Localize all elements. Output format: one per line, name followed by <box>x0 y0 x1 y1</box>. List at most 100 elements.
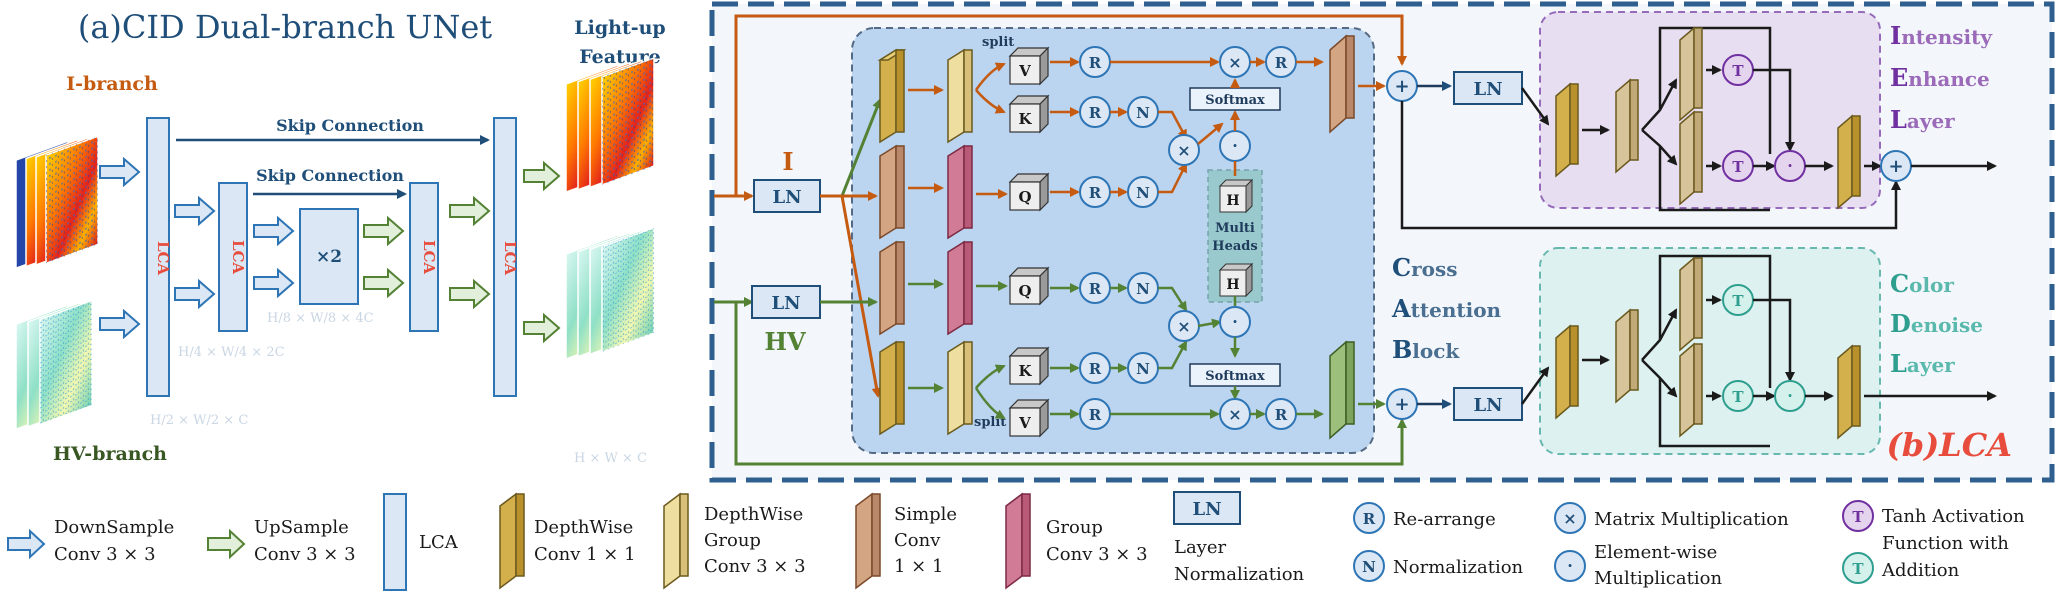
legend-gc-2: Conv 3 × 3 <box>1046 544 1148 565</box>
hv-residual-line <box>714 300 1407 466</box>
softmax-label: Softmax <box>1205 369 1265 384</box>
cdl-bypass-line-low <box>1658 378 1770 448</box>
iel-output-conv <box>1837 114 1861 210</box>
cdl-dwg-conv <box>1615 308 1639 404</box>
n-symbol: N <box>1136 360 1150 378</box>
output-texture <box>602 57 654 185</box>
plus-symbol: + <box>1394 76 1409 97</box>
legend-dw-2: Conv 1 × 1 <box>534 544 636 565</box>
skip-connection-2-label: Skip Connection <box>256 166 404 185</box>
legend-t-symbol: T <box>1852 508 1864 526</box>
legend-elemwise-icon <box>1554 550 1586 582</box>
iel-dwg-conv <box>1615 78 1639 174</box>
iel-residual-line <box>1400 101 1901 230</box>
downsample-arrow <box>174 278 216 310</box>
hv-branch-label: HV-branch <box>53 443 167 465</box>
r-symbol: R <box>1089 360 1102 378</box>
r-symbol: R <box>1089 104 1102 122</box>
legend-t-symbol: T <box>1852 560 1864 578</box>
iel-line-3: Layer <box>1890 105 1955 134</box>
legend-tanh-teal-icon <box>1842 552 1874 584</box>
legend-r-label: Re-arrange <box>1393 509 1496 530</box>
iel-tanh-line <box>1753 68 1795 152</box>
legend-upsample-icon <box>207 528 246 560</box>
lca-panel-border <box>709 1 2055 483</box>
i-input-images <box>15 135 99 270</box>
iel-label: Intensity Enhance Layer <box>1890 21 1993 134</box>
split-to-v-arrow <box>974 62 1006 91</box>
matmul-symbol: × <box>1177 141 1190 160</box>
legend-r-icon <box>1353 502 1385 534</box>
legend-elemwise-symbol: · <box>1567 556 1573 575</box>
legend-r-symbol: R <box>1363 510 1376 528</box>
lca-block-1-label: LCA <box>154 241 172 275</box>
legend-ln-2: Normalization <box>1174 564 1305 585</box>
split-to-k-arrow <box>975 89 1006 114</box>
attention-flow: R × R R N R N × <box>1050 46 1324 430</box>
elemwise-symbol: · <box>1787 156 1793 175</box>
lca-block-4-label: LCA <box>501 241 519 275</box>
cdl-in-arrow <box>1520 366 1550 405</box>
dwg-conv-lower <box>947 340 973 436</box>
legend-n-symbol: N <box>1362 558 1376 576</box>
dw-conv-upper <box>877 48 907 144</box>
legend-lca: LCA <box>419 532 459 553</box>
iel-in-arrow <box>1520 87 1550 126</box>
hv-input-texture <box>40 300 92 425</box>
hv-label: HV <box>764 327 806 356</box>
i-label: I <box>782 147 793 176</box>
cdl-line-3: Layer <box>1890 349 1955 378</box>
n-symbol: N <box>1136 104 1150 122</box>
downsample-arrow <box>174 195 216 227</box>
cdl-label: Color Denoise Layer <box>1890 269 1983 378</box>
legend-tanh-purple-icon <box>1842 500 1874 532</box>
k-label: K <box>1018 110 1032 128</box>
multi-label-1: Multi <box>1215 221 1255 236</box>
h-cube-upper: H <box>1218 178 1254 214</box>
simple-conv-lower <box>879 240 905 336</box>
v-cube-upper: V <box>1008 46 1050 86</box>
ln-upper <box>1453 71 1523 105</box>
split-to-k-arrow <box>975 364 1006 389</box>
iel-bypass-line-low <box>1658 146 1770 212</box>
iel-dw-conv <box>1555 82 1579 178</box>
v-label: V <box>1018 414 1031 432</box>
lightup-output-images <box>565 56 655 194</box>
dim-h4: H/4 × W/4 × 2C <box>178 345 285 360</box>
legend-simple-conv-icon <box>855 492 881 590</box>
ln-upper-label: LN <box>1473 79 1502 100</box>
unet-panel: (a)CID Dual-branch UNet I-branch HV-bran… <box>15 8 666 466</box>
legend-downsample-icon <box>7 528 46 560</box>
lca-block-2-label: LCA <box>229 240 247 274</box>
iel-line-2: Enhance <box>1890 63 1990 92</box>
r-symbol: R <box>1275 406 1288 424</box>
legend-dw-1: DepthWise <box>534 517 633 538</box>
cdl-dwg-conv-top <box>1679 256 1703 352</box>
matmul-symbol: × <box>1177 317 1190 336</box>
matmul-symbol: × <box>1228 405 1241 424</box>
legend-matmul-label: Matrix Multiplication <box>1594 509 1789 530</box>
elemwise-symbol: · <box>1787 386 1793 405</box>
t-symbol: T <box>1732 158 1744 176</box>
cdl-dwg-conv-bottom <box>1679 342 1703 438</box>
plus-symbol: + <box>1888 156 1903 177</box>
legend-sc-1: Simple <box>894 504 957 525</box>
legend-matmul-symbol: × <box>1563 509 1576 528</box>
bottleneck-block <box>299 208 359 305</box>
n-symbol: N <box>1136 184 1150 202</box>
unet-title: (a)CID Dual-branch UNet <box>78 8 492 46</box>
cab-output-conv-upper <box>1329 34 1355 134</box>
bottleneck-label: ×2 <box>316 247 342 267</box>
r-symbol: R <box>1089 280 1102 298</box>
simple-conv-upper <box>879 144 905 240</box>
i-residual-line <box>714 14 1407 198</box>
upsample-arrow <box>523 312 561 344</box>
k-cube-upper: K <box>1008 94 1050 134</box>
ln-hv <box>751 285 821 319</box>
t-symbol: T <box>1732 388 1744 406</box>
cdl-tanh-line <box>1753 298 1795 382</box>
lca-block-3-label: LCA <box>420 240 438 274</box>
upsample-arrow <box>449 278 491 310</box>
t-symbol: T <box>1732 292 1744 310</box>
split-to-v-arrow <box>974 387 1006 420</box>
